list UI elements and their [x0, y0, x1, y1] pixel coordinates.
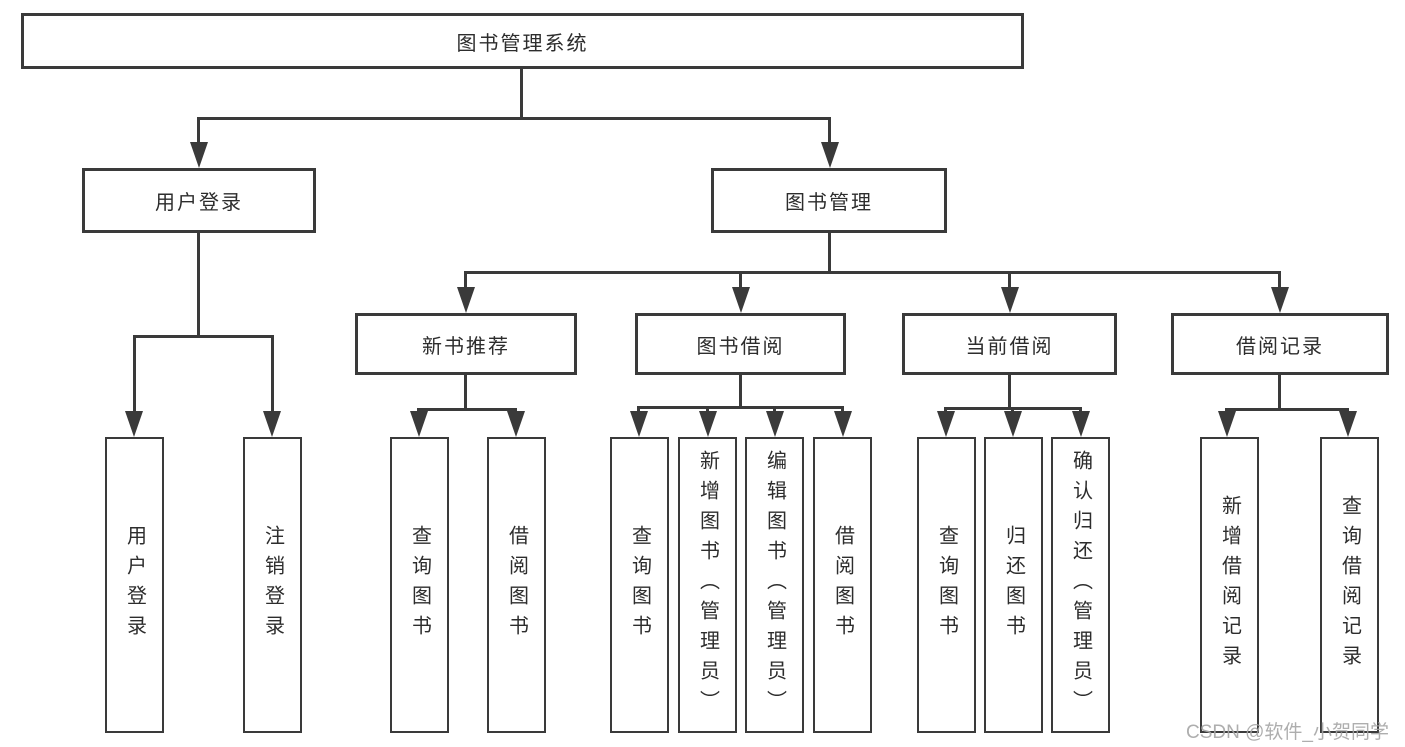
- arrowhead-bb-borrow: [834, 411, 852, 437]
- edge-mgmt-stem: [828, 233, 831, 271]
- arrowhead-newbook: [457, 287, 475, 313]
- leaf-cb-return-books: 归还图书: [984, 437, 1043, 733]
- leaf-label: 编辑图书（管理员）: [763, 450, 786, 720]
- edge-drop-borrowing: [739, 271, 742, 291]
- leaf-cb-query-books: 查询图书: [917, 437, 976, 733]
- edge-root-stem: [520, 69, 523, 118]
- node-label: 用户登录: [155, 192, 243, 214]
- node-label: 当前借阅: [965, 335, 1054, 358]
- edge-drop-leaf-login: [133, 335, 136, 413]
- arrowhead-cb-return: [1004, 411, 1022, 437]
- leaf-bb-query-books: 查询图书: [610, 437, 669, 733]
- node-book-borrowing: 图书借阅: [635, 313, 846, 375]
- leaf-nb-query-books: 查询图书: [390, 437, 449, 733]
- edge-current-stem: [1008, 375, 1011, 407]
- leaf-label: 注销登录: [261, 525, 284, 645]
- leaf-label: 借阅图书: [831, 525, 854, 645]
- node-label: 图书管理: [785, 192, 873, 214]
- edge-borrowing-hbar: [637, 406, 844, 409]
- arrowhead-nb-query: [410, 411, 428, 437]
- node-current-borrowing: 当前借阅: [902, 313, 1117, 375]
- node-user-login: 用户登录: [82, 168, 316, 233]
- node-label: 借阅记录: [1236, 335, 1324, 358]
- edge-drop-records: [1278, 271, 1281, 291]
- arrowhead-records: [1271, 287, 1289, 313]
- leaf-label: 用户登录: [123, 525, 146, 645]
- leaf-label: 查询图书: [628, 525, 651, 645]
- csdn-watermark: CSDN @软件_小贺同学: [1186, 722, 1389, 743]
- edge-drop-user-login: [197, 117, 200, 146]
- node-library-management-system: 图书管理系统: [21, 13, 1024, 69]
- leaf-rec-add-record: 新增借阅记录: [1200, 437, 1259, 733]
- arrowhead-nb-borrow: [507, 411, 525, 437]
- edge-drop-newbook: [464, 271, 467, 291]
- arrowhead-rec-query: [1339, 411, 1357, 437]
- arrowhead-rec-add: [1218, 411, 1236, 437]
- node-label: 图书管理系统: [456, 32, 589, 55]
- leaf-rec-query-record: 查询借阅记录: [1320, 437, 1379, 733]
- node-label: 新书推荐: [422, 335, 510, 358]
- leaf-cb-confirm-return-admin: 确认归还（管理员）: [1051, 437, 1110, 733]
- arrowhead-cb-confirm: [1072, 411, 1090, 437]
- edge-borrowing-stem: [739, 375, 742, 406]
- edge-drop-leaf-logout: [271, 335, 274, 413]
- arrowhead-cb-query: [937, 411, 955, 437]
- leaf-label: 查询图书: [408, 525, 431, 645]
- arrowhead-book-mgmt: [821, 142, 839, 168]
- arrowhead-bb-add: [699, 411, 717, 437]
- leaf-bb-edit-books-admin: 编辑图书（管理员）: [745, 437, 804, 733]
- leaf-label: 查询图书: [935, 525, 958, 645]
- leaf-label: 确认归还（管理员）: [1069, 450, 1092, 720]
- edge-records-stem: [1278, 375, 1281, 408]
- node-label: 图书借阅: [696, 335, 785, 358]
- arrowhead-bb-query: [630, 411, 648, 437]
- leaf-nb-borrow-books: 借阅图书: [487, 437, 546, 733]
- edge-login-stem: [197, 233, 200, 335]
- arrowhead-bb-edit: [766, 411, 784, 437]
- arrowhead-current: [1001, 287, 1019, 313]
- leaf-label: 查询借阅记录: [1338, 495, 1361, 675]
- edge-root-hbar: [197, 117, 831, 120]
- edge-drop-book-mgmt: [828, 117, 831, 146]
- node-new-book-recommend: 新书推荐: [355, 313, 577, 375]
- node-book-management: 图书管理: [711, 168, 947, 233]
- leaf-label: 新增借阅记录: [1218, 495, 1241, 675]
- arrowhead-leaf-logout: [263, 411, 281, 437]
- arrowhead-borrowing: [732, 287, 750, 313]
- edge-mgmt-hbar: [464, 271, 1281, 274]
- leaf-label: 归还图书: [1002, 525, 1025, 645]
- leaf-user-login: 用户登录: [105, 437, 164, 733]
- edge-newbook-stem: [464, 375, 467, 408]
- leaf-label: 新增图书（管理员）: [696, 450, 719, 720]
- edge-records-hbar: [1225, 408, 1349, 411]
- leaf-bb-borrow-books: 借阅图书: [813, 437, 872, 733]
- leaf-logout: 注销登录: [243, 437, 302, 733]
- arrowhead-leaf-login: [125, 411, 143, 437]
- node-borrowing-records: 借阅记录: [1171, 313, 1389, 375]
- edge-newbook-hbar: [417, 408, 517, 411]
- arrowhead-user-login: [190, 142, 208, 168]
- leaf-label: 借阅图书: [505, 525, 528, 645]
- edge-login-hbar: [133, 335, 274, 338]
- edge-drop-current: [1008, 271, 1011, 291]
- leaf-bb-add-books-admin: 新增图书（管理员）: [678, 437, 737, 733]
